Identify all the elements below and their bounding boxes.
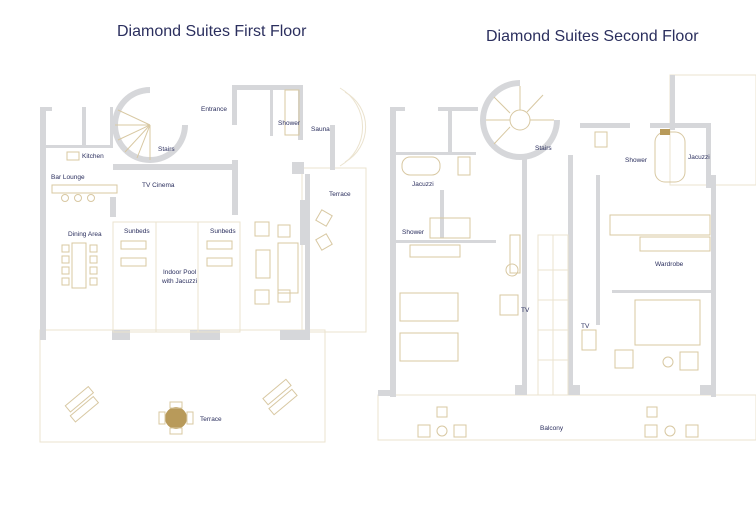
label-dining-area: Dining Area bbox=[68, 231, 102, 238]
first-floor-plan: Entrance Shower Sauna Stairs Kitchen Bar… bbox=[39, 85, 367, 443]
label-kitchen: Kitchen bbox=[82, 153, 104, 160]
label-jacuzzi-left: Jacuzzi bbox=[412, 181, 434, 188]
label-balcony: Balcony bbox=[540, 425, 564, 432]
sunbed-icons bbox=[120, 240, 233, 267]
label-entrance: Entrance bbox=[201, 106, 227, 113]
terrace-table bbox=[165, 407, 187, 429]
second-floor-plan: Stairs Jacuzzi Shower Shower Jacuzzi War… bbox=[377, 74, 756, 441]
label-stairs: Stairs bbox=[158, 146, 175, 153]
second-floor-title: Diamond Suites Second Floor bbox=[486, 28, 699, 45]
label-shower-left: Shower bbox=[402, 229, 425, 236]
label-stairs-2: Stairs bbox=[535, 145, 552, 152]
label-bar-lounge: Bar Lounge bbox=[51, 174, 85, 181]
balcony-outline bbox=[377, 394, 756, 441]
label-jacuzzi-right: Jacuzzi bbox=[688, 154, 710, 161]
label-terrace-side: Terrace bbox=[329, 191, 351, 198]
label-with-jacuzzi: with Jacuzzi bbox=[161, 278, 197, 285]
label-sunbeds-right: Sunbeds bbox=[210, 228, 236, 235]
terrace-outline bbox=[39, 329, 326, 443]
label-shower-right: Shower bbox=[625, 157, 648, 164]
label-indoor-pool: Indoor Pool bbox=[163, 269, 197, 276]
bed-icons bbox=[399, 234, 701, 371]
label-wardrobe: Wardrobe bbox=[655, 261, 684, 268]
first-floor-spiral-stairs bbox=[115, 109, 151, 160]
label-tv-cinema: TV Cinema bbox=[142, 182, 175, 189]
label-tv-left: TV bbox=[521, 307, 530, 314]
label-terrace-bottom: Terrace bbox=[200, 416, 222, 423]
second-floor-spiral-stairs bbox=[486, 86, 554, 145]
label-sunbeds-left: Sunbeds bbox=[124, 228, 150, 235]
first-floor-title: Diamond Suites First Floor bbox=[117, 23, 307, 40]
label-sauna: Sauna bbox=[311, 126, 330, 133]
label-shower: Shower bbox=[278, 120, 301, 127]
label-tv-right: TV bbox=[581, 323, 590, 330]
